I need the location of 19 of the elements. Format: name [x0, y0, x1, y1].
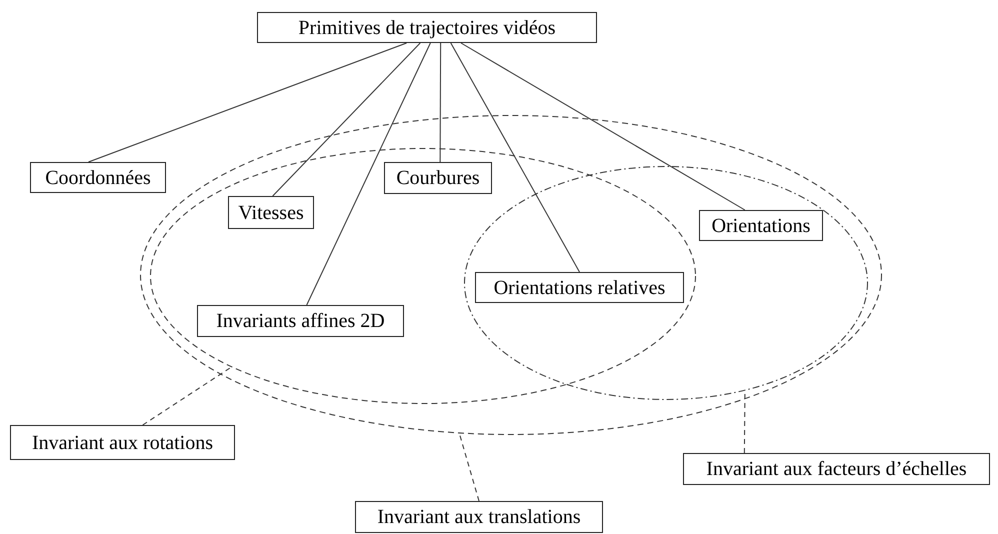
label-box: Orientations — [699, 210, 823, 241]
label-box: Invariant aux rotations — [10, 425, 235, 460]
connector-line — [88, 42, 408, 162]
label-box: Invariant aux facteurs d’échelles — [683, 453, 990, 485]
label-box: Courbures — [384, 162, 492, 194]
dashed-ellipse — [150, 148, 696, 404]
label-box: Invariant aux translations — [355, 501, 603, 533]
leader-line — [142, 366, 232, 426]
connector-line — [450, 42, 580, 272]
connector-line — [272, 42, 421, 196]
connector-line — [306, 42, 431, 306]
leader-line — [458, 432, 480, 502]
label-box: Primitives de trajectoires vidéos — [257, 12, 597, 43]
label-box: Orientations relatives — [475, 272, 684, 303]
connector-line — [440, 42, 442, 162]
connector-line — [460, 42, 746, 210]
label-box: Vitesses — [228, 196, 314, 229]
label-box: Invariants affines 2D — [197, 305, 404, 337]
label-box: Coordonnées — [30, 162, 166, 193]
